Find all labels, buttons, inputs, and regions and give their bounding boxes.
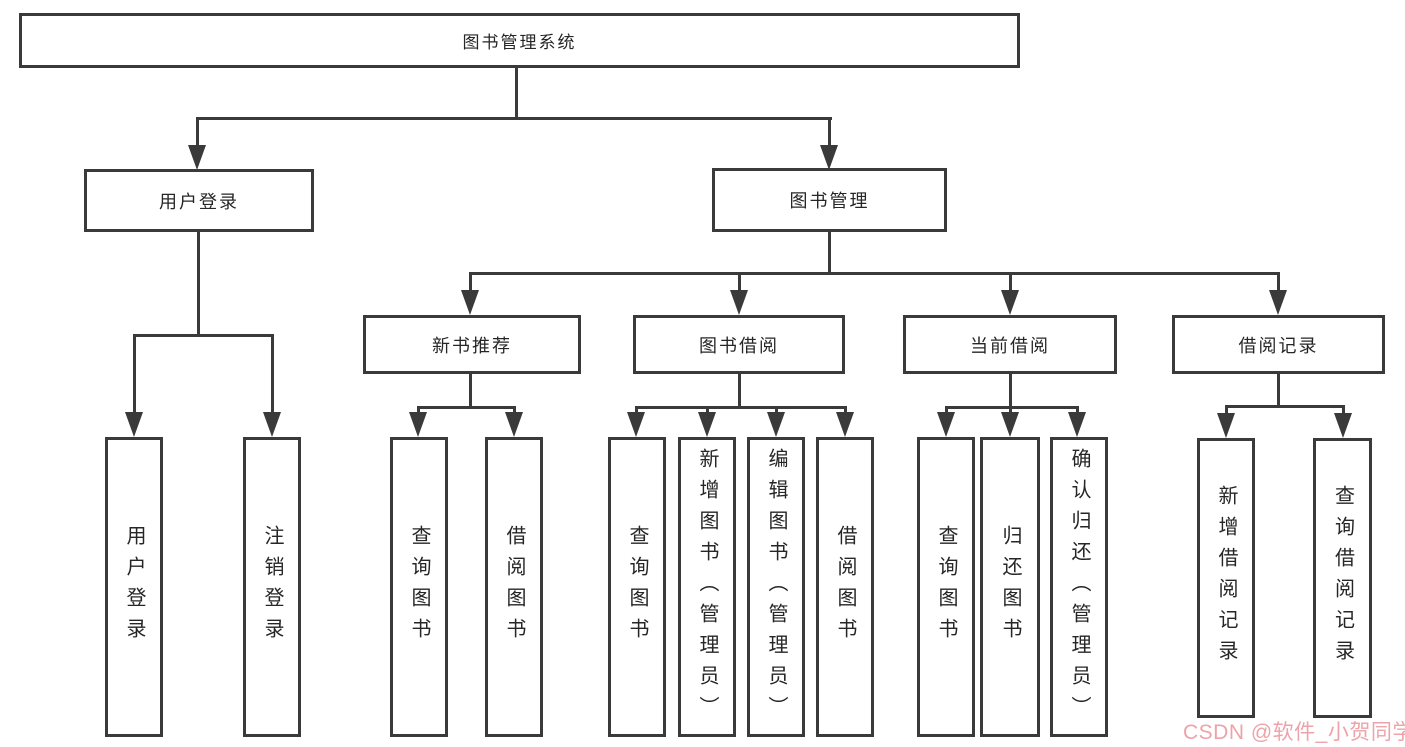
connector-vline <box>635 406 638 416</box>
arrowhead-down-icon <box>1217 413 1235 438</box>
connector-vline <box>828 230 831 274</box>
connector-vline <box>1225 405 1228 417</box>
leaf-return-books: 归还图书 <box>980 437 1040 737</box>
connector-hline <box>1225 405 1344 408</box>
connector-hline <box>945 406 1079 409</box>
arrowhead-down-icon <box>1068 412 1086 437</box>
connector-hline <box>417 406 516 409</box>
connector-vline <box>513 406 516 416</box>
connector-hline <box>469 272 1280 275</box>
arrowhead-down-icon <box>820 145 838 170</box>
leaf-borrow-books: 借阅图书 <box>816 437 874 737</box>
leaf-search-books: 查询图书 <box>608 437 666 737</box>
connector-vline <box>1076 406 1079 416</box>
connector-vline <box>738 371 741 409</box>
leaf-confirm-return-admin: 确认归还（管理员） <box>1050 437 1108 737</box>
leaf-borrow-books: 借阅图书 <box>485 437 543 737</box>
arrowhead-down-icon <box>1269 290 1287 315</box>
leaf-search-borrow-record: 查询借阅记录 <box>1313 438 1372 718</box>
leaf-label: 用户登录 <box>123 525 145 649</box>
arrowhead-down-icon <box>767 412 785 437</box>
connector-vline <box>775 406 778 416</box>
connector-vline <box>515 68 518 119</box>
connector-vline <box>1009 272 1012 292</box>
leaf-add-borrow-record: 新增借阅记录 <box>1197 438 1255 718</box>
arrowhead-down-icon <box>836 412 854 437</box>
leaf-add-books-admin: 新增图书（管理员） <box>678 437 736 737</box>
arrowhead-down-icon <box>937 412 955 437</box>
leaf-edit-books-admin: 编辑图书（管理员） <box>747 437 805 737</box>
leaf-user-login: 用户登录 <box>105 437 163 737</box>
leaf-logout: 注销登录 <box>243 437 301 737</box>
leaf-label: 注销登录 <box>261 525 283 649</box>
connector-vline <box>271 334 274 414</box>
arrowhead-down-icon <box>1334 413 1352 438</box>
leaf-label: 新增借阅记录 <box>1215 485 1237 671</box>
arrowhead-down-icon <box>505 412 523 437</box>
connector-vline <box>469 371 472 409</box>
connector-vline <box>738 272 741 292</box>
connector-vline <box>469 272 472 292</box>
connector-vline <box>417 406 420 416</box>
connector-vline <box>1277 272 1280 292</box>
node-current-borrowing: 当前借阅 <box>903 315 1117 374</box>
connector-vline <box>1342 405 1345 417</box>
arrowhead-down-icon <box>409 412 427 437</box>
arrowhead-down-icon <box>461 290 479 315</box>
arrowhead-down-icon <box>125 412 143 437</box>
leaf-label: 确认归还（管理员） <box>1068 447 1090 727</box>
connector-vline <box>844 406 847 416</box>
arrowhead-down-icon <box>698 412 716 437</box>
arrowhead-down-icon <box>188 145 206 170</box>
connector-vline <box>1277 371 1280 408</box>
leaf-label: 查询借阅记录 <box>1331 485 1354 671</box>
leaf-label: 查询图书 <box>626 525 648 649</box>
connector-vline <box>196 117 199 147</box>
leaf-search-books: 查询图书 <box>390 437 448 737</box>
leaf-label: 新增图书（管理员） <box>696 447 718 727</box>
leaf-label: 查询图书 <box>408 525 430 649</box>
connector-hline <box>133 334 274 337</box>
arrowhead-down-icon <box>627 412 645 437</box>
arrowhead-down-icon <box>263 412 281 437</box>
node-user-login-branch: 用户登录 <box>84 169 314 232</box>
arrowhead-down-icon <box>1001 412 1019 437</box>
connector-vline <box>945 406 948 416</box>
node-borrowing-records: 借阅记录 <box>1172 315 1385 374</box>
leaf-label: 借阅图书 <box>503 525 525 649</box>
connector-vline <box>828 117 831 147</box>
connector-vline <box>133 334 136 414</box>
leaf-label: 借阅图书 <box>834 525 856 649</box>
node-new-book-recommend: 新书推荐 <box>363 315 581 374</box>
node-book-management-branch: 图书管理 <box>712 168 947 232</box>
node-library-management-system: 图书管理系统 <box>19 13 1020 68</box>
csdn-watermark: CSDN @软件_小贺同学 <box>1183 721 1405 744</box>
connector-vline <box>1009 406 1012 416</box>
leaf-label: 归还图书 <box>999 525 1021 649</box>
connector-hline <box>196 117 832 120</box>
arrowhead-down-icon <box>730 290 748 315</box>
leaf-label: 查询图书 <box>935 525 957 649</box>
node-book-borrowing: 图书借阅 <box>633 315 845 374</box>
leaf-label: 编辑图书（管理员） <box>765 447 787 727</box>
connector-vline <box>197 230 200 336</box>
connector-vline <box>706 406 709 416</box>
connector-vline <box>1009 371 1012 409</box>
arrowhead-down-icon <box>1001 290 1019 315</box>
leaf-search-books: 查询图书 <box>917 437 975 737</box>
